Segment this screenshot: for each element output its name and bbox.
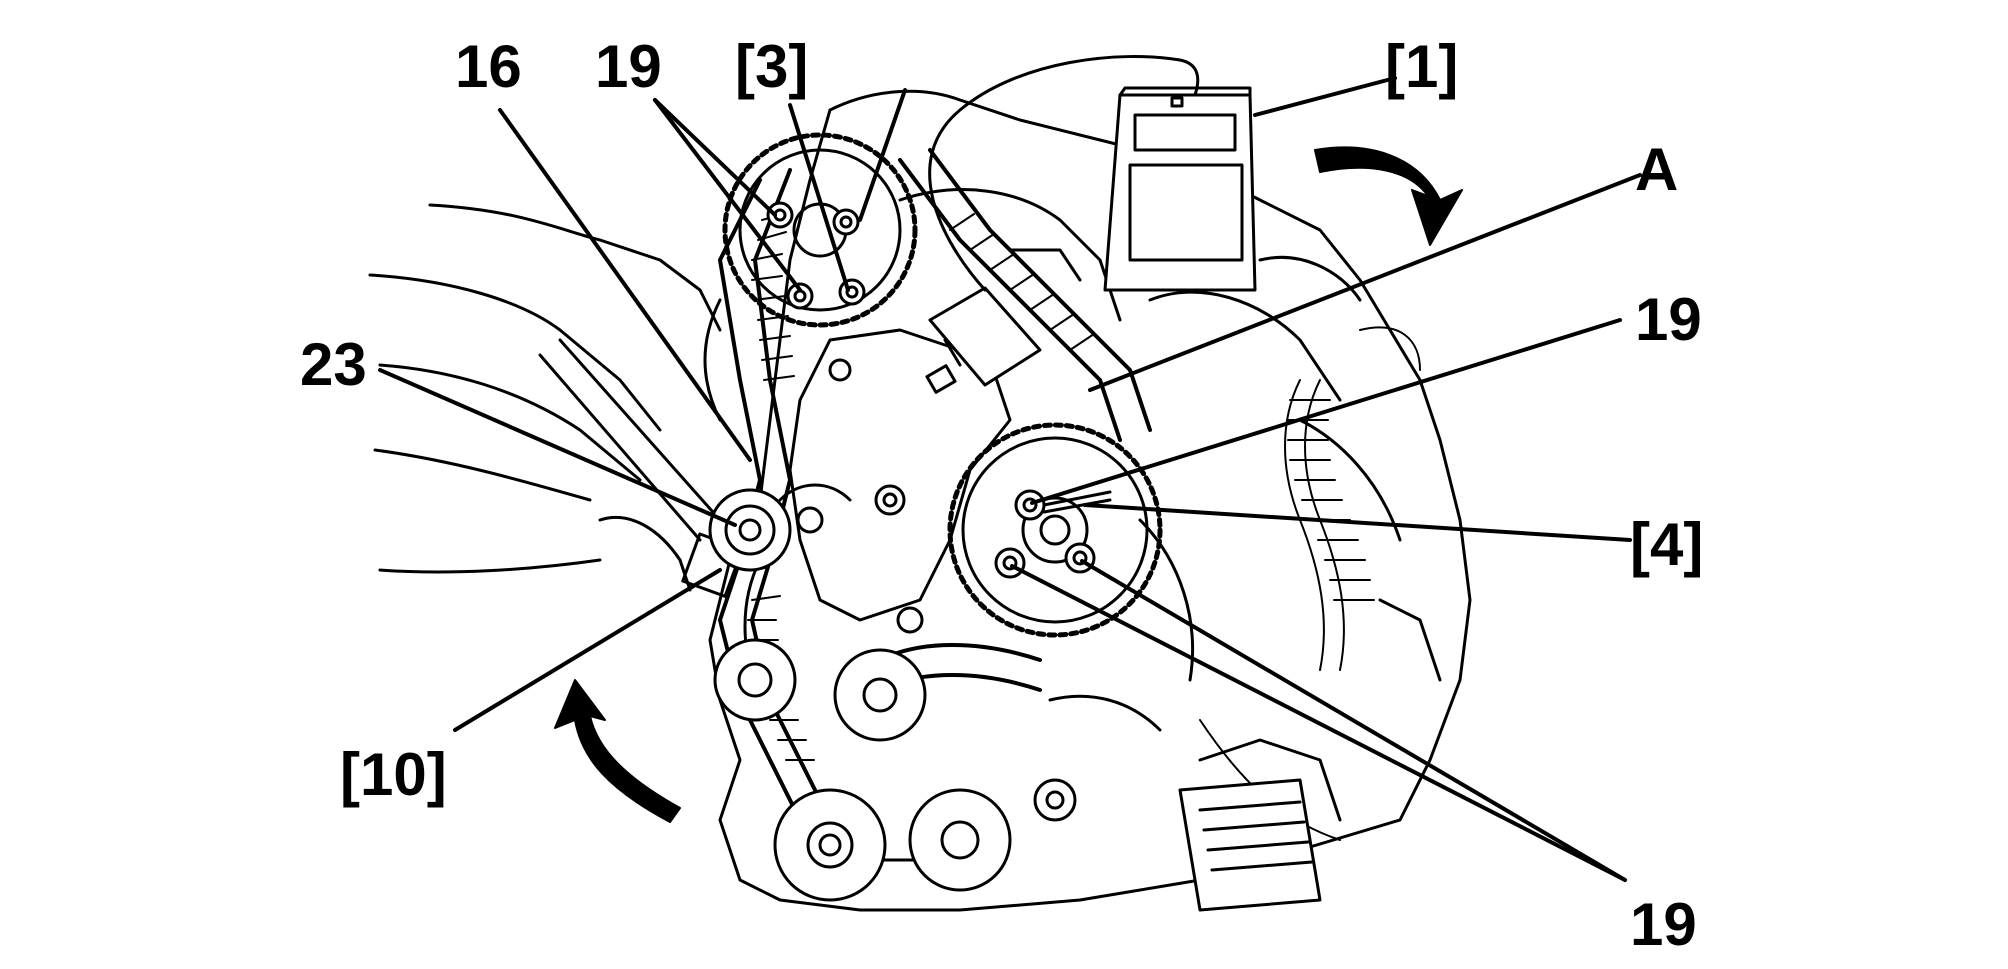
label-10: [10] bbox=[340, 741, 447, 808]
label-23: 23 bbox=[300, 331, 367, 398]
lower-pulleys bbox=[713, 638, 1077, 902]
label-4: [4] bbox=[1630, 511, 1703, 578]
tension-sensor bbox=[925, 286, 1042, 394]
counter-clockwise-arrow bbox=[554, 679, 681, 823]
wiring-harness bbox=[1199, 326, 1421, 841]
label-19-top: 19 bbox=[595, 33, 662, 100]
label-16: 16 bbox=[455, 33, 522, 100]
pump-pulley bbox=[947, 422, 1163, 638]
label-A: A bbox=[1635, 136, 1678, 203]
engine-block-outline bbox=[703, 89, 1472, 912]
tensioner-roller bbox=[708, 488, 792, 572]
callout-labels: 16 19 [3] [1] A 19 23 [4] [10] 19 bbox=[300, 33, 1703, 958]
label-3: [3] bbox=[735, 33, 808, 100]
hand-and-tool bbox=[368, 203, 744, 598]
clockwise-arrow bbox=[1314, 146, 1463, 246]
tension-tester-device bbox=[1103, 86, 1257, 292]
label-19-right: 19 bbox=[1635, 286, 1702, 353]
starter-motor bbox=[1178, 778, 1322, 912]
leader-lines bbox=[378, 76, 1642, 882]
label-1: [1] bbox=[1385, 33, 1458, 100]
tester-cable bbox=[928, 55, 1200, 292]
label-19-bottom: 19 bbox=[1630, 891, 1697, 958]
